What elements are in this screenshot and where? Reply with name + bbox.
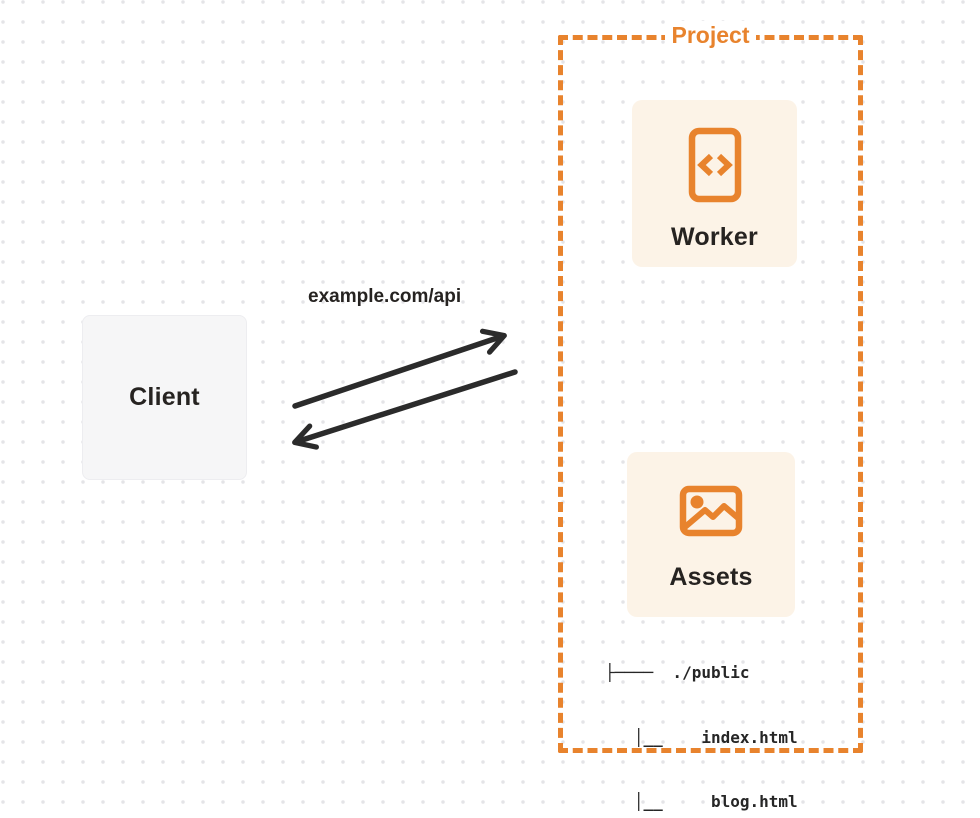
response-arrow [292,369,518,450]
assets-label: Assets [669,563,753,591]
file-tree-line: │__ index.html [605,727,798,747]
code-icon [688,127,741,203]
client-box: Client [82,315,247,480]
client-label: Client [129,383,200,411]
project-label: Project [664,21,757,51]
project-container: Project Worker Assets ├──── ./public │__… [558,21,863,811]
file-tree: ├──── ./public │__ index.html │__ blog.h… [605,619,798,818]
worker-card: Worker [632,100,797,267]
request-arrow [292,328,507,409]
worker-label: Worker [671,223,758,251]
request-response-arrows [292,328,518,450]
file-tree-line: │__ blog.html [605,792,798,811]
assets-card: Assets [627,452,795,617]
image-icon [679,485,743,537]
file-tree-line: ├──── ./public [605,663,750,682]
request-url-label: example.com/api [308,286,462,307]
